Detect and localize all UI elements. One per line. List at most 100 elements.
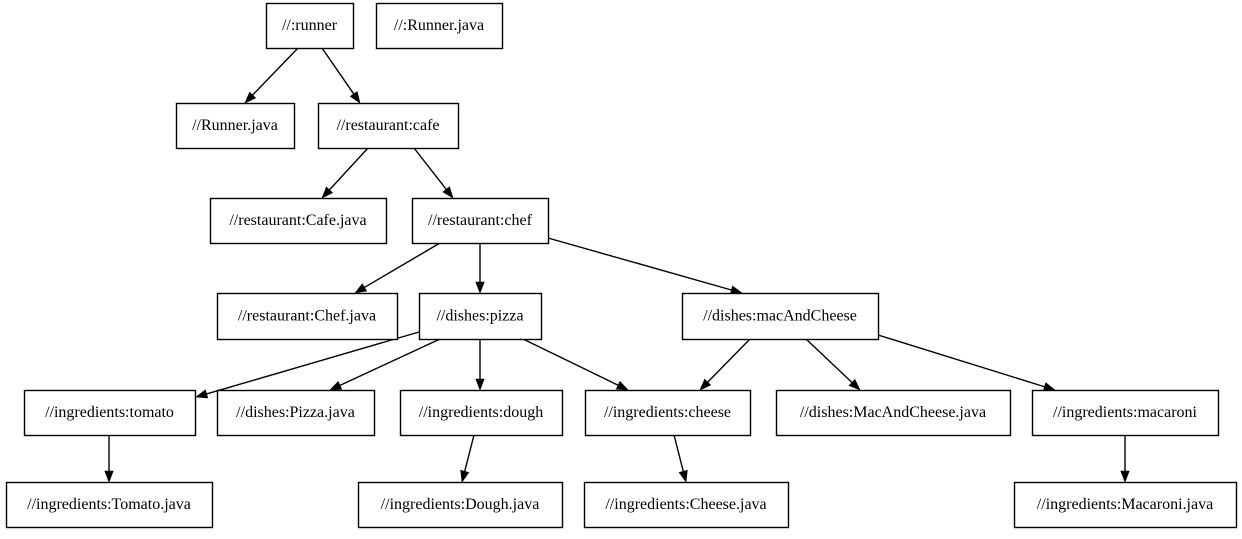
nodes-layer: //:runner //:Runner.java //Runner.java //re… xyxy=(5,2,1238,529)
edge-arrowhead xyxy=(475,378,485,391)
edge-restaurant_cafe-to-restaurant_chef xyxy=(413,147,454,199)
node-box[interactable] xyxy=(216,389,376,437)
node-box[interactable] xyxy=(1031,389,1220,437)
edge-arrowhead xyxy=(321,186,334,199)
edge-dishes_pizza-to-ingredients_tomato xyxy=(195,331,420,399)
node-box[interactable] xyxy=(317,102,460,150)
edge-line xyxy=(364,242,441,289)
node-label: //ingredients:Macaroni.java xyxy=(1037,496,1213,513)
graph-node-ingredients_tomato[interactable]: //ingredients:tomato xyxy=(23,389,197,437)
node-box[interactable] xyxy=(5,481,214,529)
edge-arrowhead xyxy=(104,470,114,483)
edge-arrowhead xyxy=(349,91,361,104)
node-label: //Runner.java xyxy=(192,117,278,134)
edge-arrowhead xyxy=(475,281,485,294)
node-box[interactable] xyxy=(411,197,550,245)
node-box[interactable] xyxy=(418,292,543,341)
edge-arrowhead xyxy=(1042,382,1056,392)
edge-runner_target-to-runner_java xyxy=(244,47,299,104)
graph-node-dishes_pizza_java[interactable]: //dishes:Pizza.java xyxy=(216,389,376,437)
edge-arrowhead xyxy=(699,378,712,391)
edge-ingredients_macaroni-to-ingredients_macaroni_java xyxy=(1120,435,1130,483)
edge-ingredients_dough-to-ingredients_dough_java xyxy=(460,434,475,483)
node-label: //dishes:pizza xyxy=(436,308,523,325)
node-box[interactable] xyxy=(175,102,296,150)
edge-line xyxy=(464,434,475,472)
graph-node-ingredients_macaroni_java[interactable]: //ingredients:Macaroni.java xyxy=(1013,481,1238,529)
node-label: //ingredients:cheese xyxy=(604,404,731,421)
node-box[interactable] xyxy=(265,2,355,50)
edge-line xyxy=(252,47,299,96)
node-label: //ingredients:Cheese.java xyxy=(605,496,766,513)
node-box[interactable] xyxy=(209,197,388,245)
graph-node-ingredients_dough[interactable]: //ingredients:dough xyxy=(399,389,564,437)
node-label: //restaurant:chef xyxy=(428,212,533,229)
node-box[interactable] xyxy=(584,389,752,437)
node-label: //restaurant:Chef.java xyxy=(238,308,376,325)
edge-arrowhead xyxy=(1120,470,1130,483)
node-box[interactable] xyxy=(357,481,564,529)
edge-arrowhead xyxy=(460,469,470,483)
graph-node-dishes_macandcheese[interactable]: //dishes:macAndCheese xyxy=(681,292,880,341)
edge-arrowhead xyxy=(354,283,368,294)
edge-line xyxy=(321,47,355,95)
edge-restaurant_cafe-to-restaurant_cafe_java xyxy=(321,147,369,199)
graph-node-runner_java_root[interactable]: //:Runner.java xyxy=(375,2,504,50)
graph-node-runner_java[interactable]: //Runner.java xyxy=(175,102,296,150)
node-box[interactable] xyxy=(216,292,399,341)
node-label: //:Runner.java xyxy=(394,17,484,34)
node-box[interactable] xyxy=(775,389,1012,437)
graph-node-ingredients_dough_java[interactable]: //ingredients:Dough.java xyxy=(357,481,564,529)
node-label: //ingredients:Dough.java xyxy=(381,496,540,513)
node-box[interactable] xyxy=(1013,481,1238,529)
edge-dishes_pizza-to-ingredients_dough xyxy=(475,339,485,391)
edge-restaurant_chef-to-dishes_macandcheese xyxy=(547,237,743,295)
node-box[interactable] xyxy=(399,389,564,437)
edge-dishes_macandcheese-to-ingredients_macaroni xyxy=(877,334,1056,392)
edge-line xyxy=(522,338,619,386)
edge-arrowhead xyxy=(329,381,343,391)
node-label: //restaurant:Cafe.java xyxy=(229,212,366,229)
edge-restaurant_chef-to-restaurant_chef_java xyxy=(354,242,441,294)
node-label: //ingredients:tomato xyxy=(45,404,174,421)
edge-line xyxy=(805,338,853,383)
edges-layer xyxy=(104,47,1130,483)
node-box[interactable] xyxy=(23,389,197,437)
node-label: //ingredients:Tomato.java xyxy=(27,496,191,513)
graph-node-dishes_macandcheese_java[interactable]: //dishes:MacAndCheese.java xyxy=(775,389,1012,437)
node-label: //restaurant:cafe xyxy=(336,117,439,134)
edge-dishes_pizza-to-dishes_pizza_java xyxy=(329,338,441,391)
node-label: //dishes:macAndCheese xyxy=(703,308,857,325)
graph-node-ingredients_cheese_java[interactable]: //ingredients:Cheese.java xyxy=(583,481,790,529)
graph-node-restaurant_chef_java[interactable]: //restaurant:Chef.java xyxy=(216,292,399,341)
node-label: //ingredients:dough xyxy=(419,404,543,421)
edge-dishes_macandcheese-to-ingredients_cheese xyxy=(699,338,751,391)
edge-dishes_macandcheese-to-dishes_macandcheese_java xyxy=(805,338,861,391)
node-box[interactable] xyxy=(681,292,880,341)
graph-node-restaurant_cafe[interactable]: //restaurant:cafe xyxy=(317,102,460,150)
node-label: //dishes:Pizza.java xyxy=(236,404,355,421)
node-box[interactable] xyxy=(583,481,790,529)
edge-arrowhead xyxy=(848,378,861,391)
edge-line xyxy=(413,147,447,190)
graph-node-ingredients_macaroni[interactable]: //ingredients:macaroni xyxy=(1031,389,1220,437)
edge-line xyxy=(328,147,369,191)
edge-runner_target-to-restaurant_cafe xyxy=(321,47,361,104)
edge-ingredients_tomato-to-ingredients_tomato_java xyxy=(104,435,114,483)
edge-dishes_pizza-to-ingredients_cheese xyxy=(522,338,629,391)
graph-node-ingredients_cheese[interactable]: //ingredients:cheese xyxy=(584,389,752,437)
graph-node-restaurant_cafe_java[interactable]: //restaurant:Cafe.java xyxy=(209,197,388,245)
node-label: //dishes:MacAndCheese.java xyxy=(800,404,986,421)
edge-arrowhead xyxy=(442,186,454,199)
node-label: //ingredients:macaroni xyxy=(1053,404,1198,421)
edge-arrowhead xyxy=(244,91,257,104)
node-box[interactable] xyxy=(375,2,504,50)
node-label: //:runner xyxy=(282,17,338,34)
graph-node-runner_target[interactable]: //:runner xyxy=(265,2,355,50)
graph-node-restaurant_chef[interactable]: //restaurant:chef xyxy=(411,197,550,245)
edge-line xyxy=(339,338,441,387)
graph-node-dishes_pizza[interactable]: //dishes:pizza xyxy=(418,292,543,341)
edge-line xyxy=(547,237,732,291)
graph-node-ingredients_tomato_java[interactable]: //ingredients:Tomato.java xyxy=(5,481,214,529)
